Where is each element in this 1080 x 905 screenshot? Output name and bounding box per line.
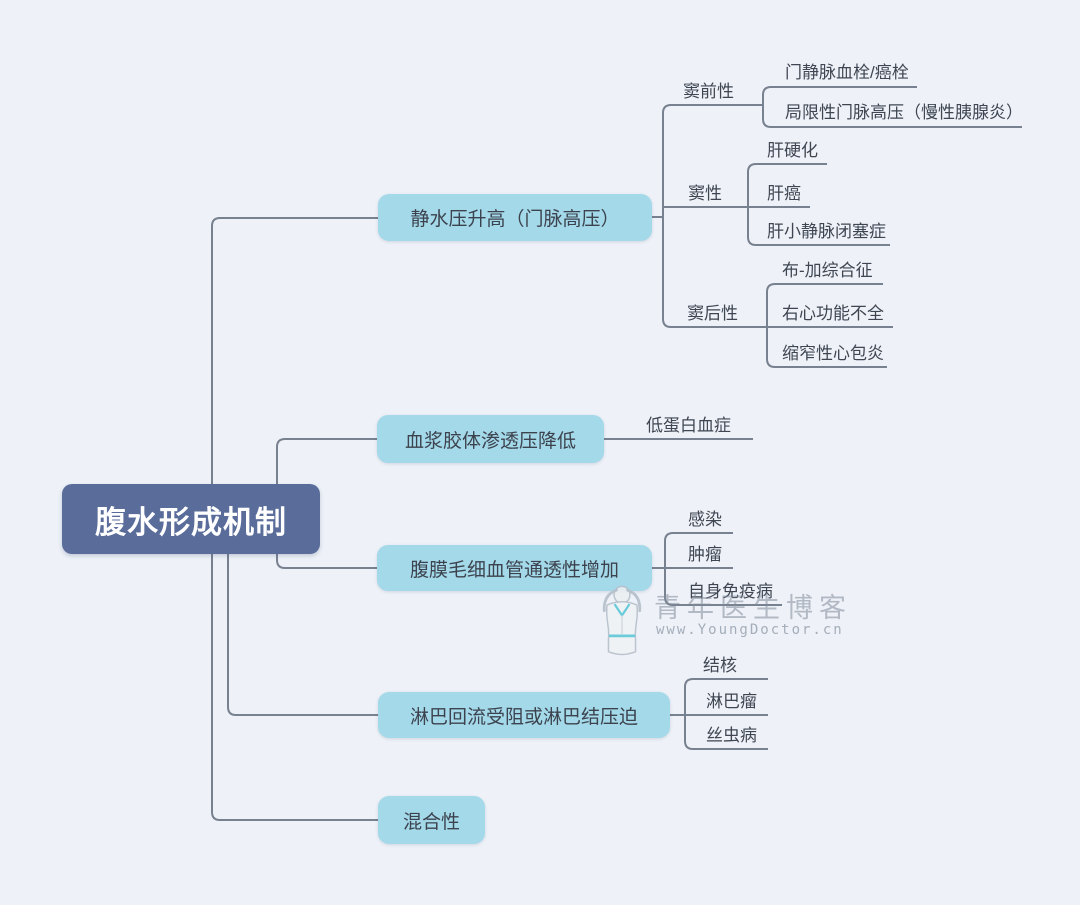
node-label-hypoproteinemia[interactable]: 低蛋白血症: [646, 416, 731, 435]
pre-sinusoidal-children-bracket: [762, 86, 1022, 128]
branch1-children-bracket: [662, 104, 767, 328]
sinusoidal-children-bracket: [747, 163, 890, 246]
node-label-budd-chiari-syndrome[interactable]: 布-加综合征: [782, 261, 873, 280]
post-sinusoidal-children-bracket: [766, 283, 887, 368]
node-label-liver-cancer[interactable]: 肝癌: [767, 184, 801, 203]
node-label-tumor[interactable]: 肿瘤: [688, 545, 722, 564]
branch-node-plasma-osmotic-pressure[interactable]: 血浆胶体渗透压降低: [377, 415, 604, 463]
branch4-children-bracket: [684, 678, 768, 750]
trunk-line-branch3: [276, 554, 377, 569]
branch-node-hydrostatic-pressure[interactable]: 静水压升高（门脉高压）: [378, 194, 652, 241]
node-label-filariasis[interactable]: 丝虫病: [706, 726, 757, 745]
node-label-post-sinusoidal[interactable]: 窦后性: [687, 304, 738, 323]
trunk-line-branch4: [227, 554, 378, 716]
node-label-localized-portal-hypertension[interactable]: 局限性门脉高压（慢性胰腺炎）: [785, 103, 1023, 122]
root-node[interactable]: 腹水形成机制: [62, 484, 320, 554]
trunk-line-branch2: [276, 438, 377, 484]
trunk-line-branch5: [211, 554, 378, 821]
node-label-pre-sinusoidal[interactable]: 窦前性: [683, 82, 734, 101]
node-label-infection[interactable]: 感染: [688, 510, 722, 529]
node-label-constrictive-pericarditis[interactable]: 缩窄性心包炎: [782, 344, 884, 363]
node-label-right-heart-insufficiency[interactable]: 右心功能不全: [782, 304, 884, 323]
node-label-portal-vein-thrombosis[interactable]: 门静脉血栓/癌栓: [785, 63, 909, 82]
branch3-children-bracket: [664, 532, 782, 606]
branch-node-mixed-type[interactable]: 混合性: [378, 796, 485, 844]
trunk-line-branch1: [211, 217, 378, 484]
node-label-sinusoidal[interactable]: 窦性: [688, 184, 722, 203]
node-label-cirrhosis[interactable]: 肝硬化: [767, 141, 818, 160]
node-label-hepatic-veno-occlusive-disease[interactable]: 肝小静脉闭塞症: [767, 222, 886, 241]
branch-node-capillary-permeability[interactable]: 腹膜毛细血管通透性增加: [377, 545, 652, 591]
node-label-tuberculosis[interactable]: 结核: [703, 656, 737, 675]
node-label-lymphoma[interactable]: 淋巴瘤: [706, 692, 757, 711]
branch-node-lymphatic-obstruction[interactable]: 淋巴回流受阻或淋巴结压迫: [378, 692, 670, 738]
node-label-autoimmune-disease[interactable]: 自身免疫病: [688, 582, 773, 601]
